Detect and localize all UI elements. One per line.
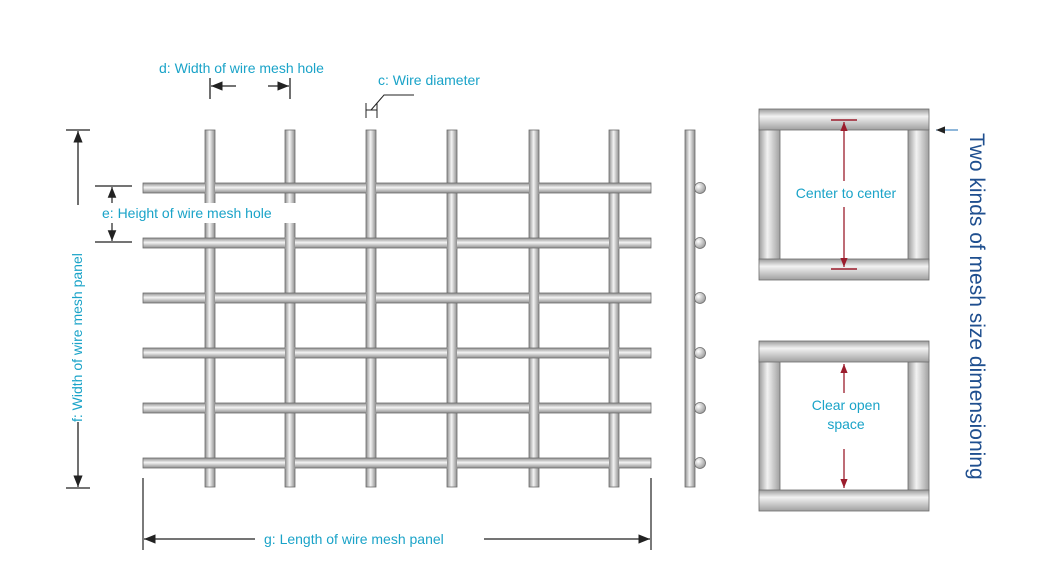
profile-cross-wire: [694, 402, 706, 414]
dimension-c: c: Wire diameter: [365, 72, 480, 118]
vertical-wire: [204, 129, 216, 488]
mesh-panel: [142, 129, 652, 488]
weave-crossing: [285, 457, 295, 469]
weave-crossing: [609, 237, 619, 249]
label-center-to-center: Center to center: [796, 185, 897, 201]
vertical-wire: [528, 129, 540, 488]
vertical-wires-over: [205, 182, 619, 469]
vertical-wire: [608, 129, 620, 488]
vertical-wire: [446, 129, 458, 488]
detail-center-to-center: Center to center: [758, 108, 958, 281]
weave-crossing: [447, 347, 457, 359]
label-d: d: Width of wire mesh hole: [159, 60, 324, 76]
weave-crossing: [529, 402, 539, 414]
dimension-g: g: Length of wire mesh panel: [142, 478, 652, 550]
weave-crossing: [285, 347, 295, 359]
weave-crossing: [205, 402, 215, 414]
profile-wire: [684, 129, 696, 488]
horizontal-wire: [142, 402, 652, 414]
weave-crossing: [609, 347, 619, 359]
weave-crossing: [447, 237, 457, 249]
profile-cross-wire: [694, 347, 706, 359]
profile-cross-wire: [694, 292, 706, 304]
label-clear-open-line1: Clear open: [812, 397, 881, 413]
dimension-d: d: Width of wire mesh hole: [159, 60, 324, 99]
vertical-wire: [365, 129, 377, 488]
label-g: g: Length of wire mesh panel: [264, 531, 444, 547]
vertical-wires: [204, 129, 620, 488]
weave-crossing: [366, 402, 376, 414]
dimension-f: f: Width of wire mesh panel: [66, 129, 90, 489]
weave-crossing: [447, 457, 457, 469]
vertical-wire: [284, 129, 296, 488]
weave-crossing: [366, 182, 376, 194]
label-c: c: Wire diameter: [378, 72, 480, 88]
profile-cross-wire: [694, 182, 706, 194]
label-clear-open-line2: space: [827, 416, 865, 432]
horizontal-wire: [142, 237, 652, 249]
weave-crossing: [609, 457, 619, 469]
horizontal-wire: [142, 292, 652, 304]
label-f: f: Width of wire mesh panel: [69, 253, 85, 422]
profile-cross-wires: [694, 182, 706, 469]
weave-crossing: [205, 292, 215, 304]
horizontal-wires: [142, 182, 652, 469]
weave-crossing: [529, 292, 539, 304]
side-title: Two kinds of mesh size dimensioning: [965, 133, 988, 480]
weave-crossing: [529, 182, 539, 194]
horizontal-wire: [142, 457, 652, 469]
profile-cross-wire: [694, 237, 706, 249]
horizontal-wire: [142, 347, 652, 359]
weave-crossing: [205, 182, 215, 194]
label-e: e: Height of wire mesh hole: [102, 205, 272, 221]
profile-cross-wire: [694, 457, 706, 469]
weave-crossing: [366, 292, 376, 304]
detail-clear-open-space: Clear open space: [758, 340, 930, 512]
dimension-e: e: Height of wire mesh hole: [95, 185, 300, 243]
horizontal-wire: [142, 182, 652, 194]
weave-crossing: [285, 237, 295, 249]
side-profile: [684, 129, 706, 488]
